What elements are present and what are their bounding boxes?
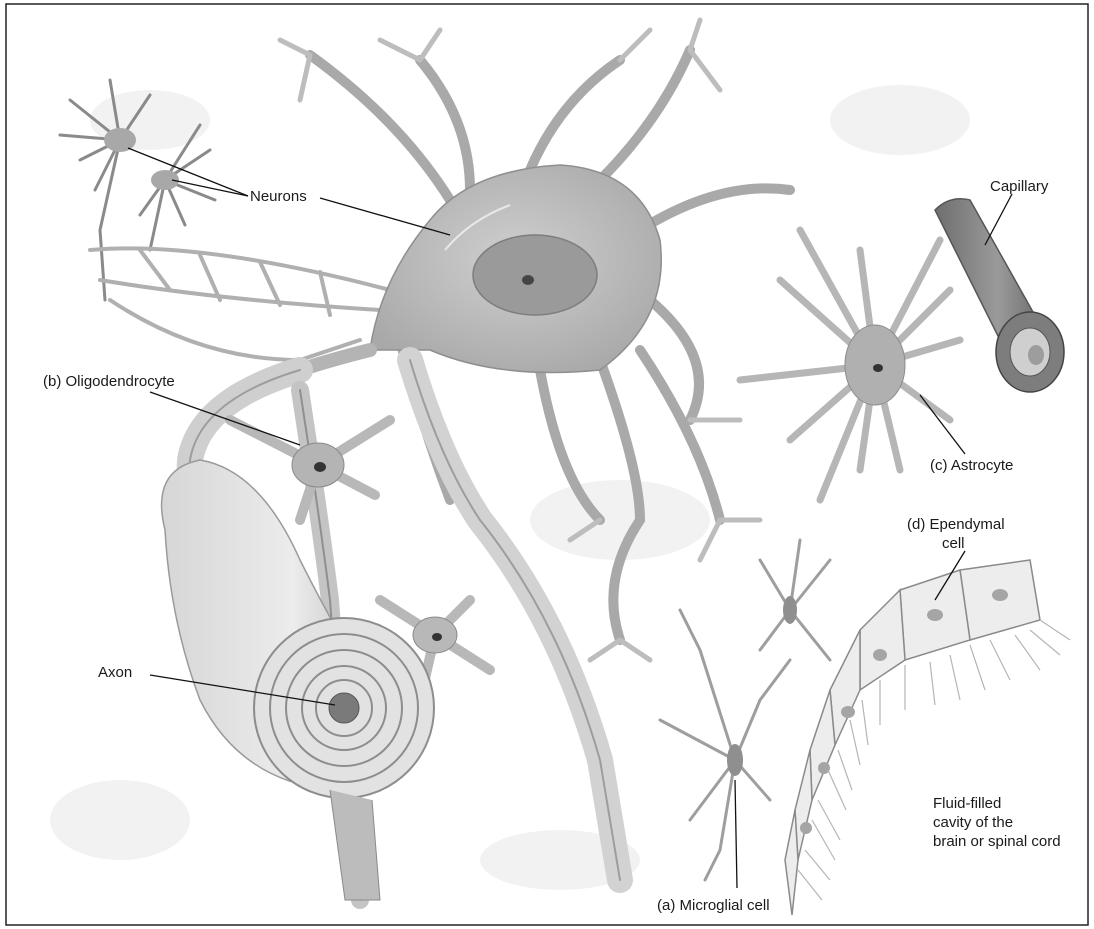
label-ependymal-line2: cell — [942, 535, 965, 552]
label-microglial: (a) Microglial cell — [657, 897, 770, 914]
label-capillary: Capillary — [990, 178, 1049, 195]
label-cavity-line2: cavity of the — [933, 814, 1013, 831]
microglial-soma-2 — [783, 596, 797, 624]
small-neuron-soma-1 — [104, 128, 136, 152]
oligodendrocyte-nucleus — [314, 462, 326, 472]
label-cavity-line3: brain or spinal cord — [933, 833, 1061, 850]
label-neurons: Neurons — [250, 188, 307, 205]
label-axon: Axon — [98, 664, 132, 681]
label-astrocyte: (c) Astrocyte — [930, 457, 1013, 474]
label-ependymal-line1: (d) Ependymal — [907, 516, 1005, 533]
label-cavity-line1: Fluid-filled — [933, 795, 1001, 812]
oligodendrocyte-nucleus-2 — [432, 633, 442, 641]
microglial-soma-1 — [727, 744, 743, 776]
label-oligodendrocyte: (b) Oligodendrocyte — [43, 373, 175, 390]
